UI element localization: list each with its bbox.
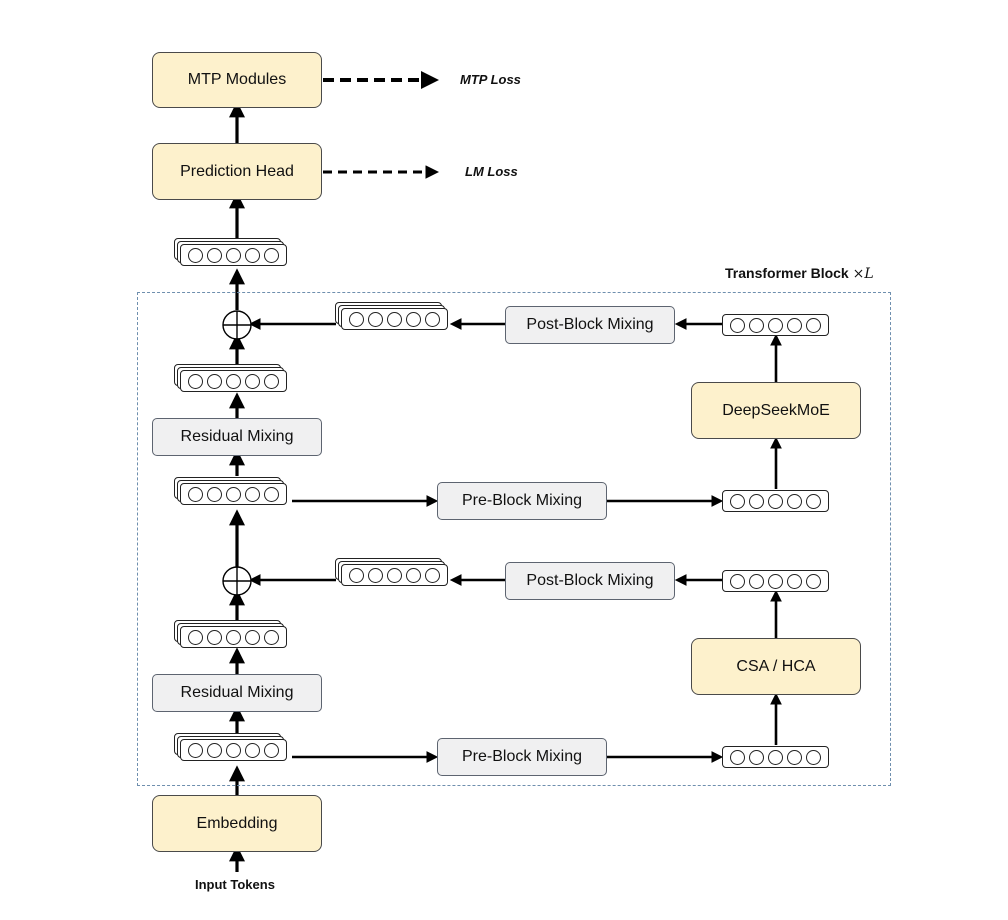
prediction-head-box: Prediction Head — [152, 143, 322, 200]
deepseek-moe-box: DeepSeekMoE — [691, 382, 861, 439]
hidden-stack-2 — [174, 620, 291, 648]
hidden-stack-1 — [174, 733, 291, 761]
residual-mixing-bottom-label: Residual Mixing — [180, 684, 294, 701]
embedding-label: Embedding — [196, 814, 278, 832]
post-block-stack-top — [335, 302, 452, 330]
post-block-stack-bottom — [335, 558, 452, 586]
post-block-mixing-top-box: Post-Block Mixing — [505, 306, 675, 344]
add-node-top — [222, 310, 252, 340]
pre-block-mixing-top-box: Pre-Block Mixing — [437, 482, 607, 520]
attention-output-vector — [722, 570, 830, 592]
mtp-modules-label: MTP Modules — [187, 71, 287, 88]
residual-mixing-top-box: Residual Mixing — [152, 418, 322, 456]
csa-hca-label: CSA / HCA — [736, 657, 816, 675]
add-node-bottom — [222, 566, 252, 596]
hidden-stack-3 — [174, 477, 291, 505]
post-block-mixing-bottom-box: Post-Block Mixing — [505, 562, 675, 600]
transformer-block-label: Transformer Block ×L — [725, 265, 874, 282]
transformer-block-frame — [137, 292, 891, 786]
transformer-block-multiplier: ×L — [852, 266, 874, 282]
post-block-mixing-top-label: Post-Block Mixing — [526, 316, 654, 333]
lm-loss-label: LM Loss — [465, 164, 518, 179]
output-hidden-stack — [174, 238, 291, 266]
deepseek-moe-label: DeepSeekMoE — [722, 401, 830, 419]
mtp-modules-box: MTP Modules — [152, 52, 322, 108]
input-tokens-label: Input Tokens — [195, 877, 275, 892]
moe-output-vector — [722, 314, 830, 336]
post-block-mixing-bottom-label: Post-Block Mixing — [526, 572, 654, 589]
csa-hca-box: CSA / HCA — [691, 638, 861, 695]
attention-input-vector — [722, 746, 830, 768]
pre-block-mixing-bottom-label: Pre-Block Mixing — [461, 748, 583, 765]
mtp-loss-label: MTP Loss — [460, 72, 521, 87]
pre-block-mixing-bottom-box: Pre-Block Mixing — [437, 738, 607, 776]
residual-mixing-top-label: Residual Mixing — [180, 428, 294, 445]
prediction-head-label: Prediction Head — [180, 162, 294, 180]
residual-mixing-bottom-box: Residual Mixing — [152, 674, 322, 712]
pre-block-mixing-top-label: Pre-Block Mixing — [461, 492, 583, 509]
hidden-stack-4 — [174, 364, 291, 392]
moe-input-vector — [722, 490, 830, 512]
embedding-box: Embedding — [152, 795, 322, 852]
